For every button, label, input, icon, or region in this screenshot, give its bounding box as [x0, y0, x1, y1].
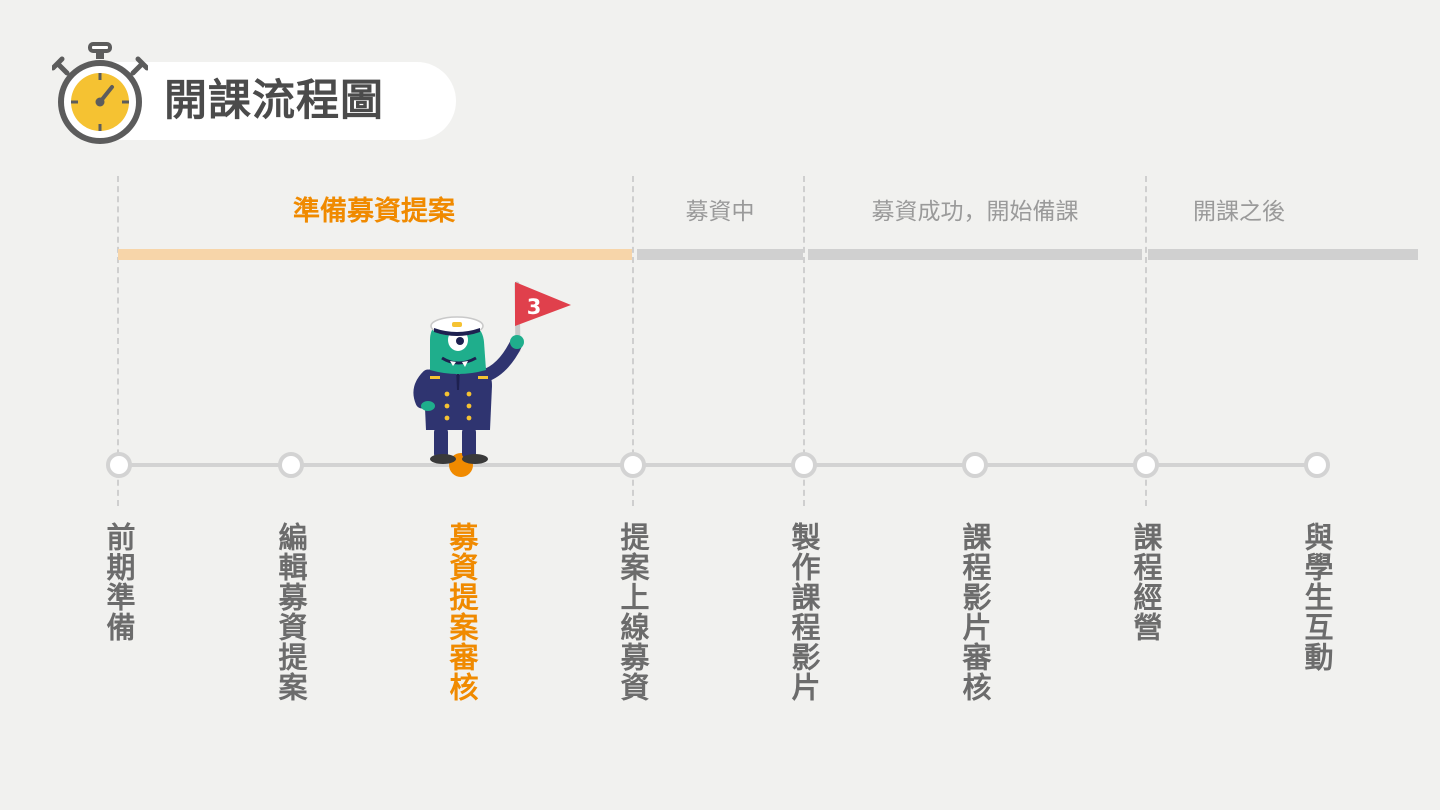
step-label-make-videos: 製作課程影片	[787, 522, 821, 702]
step-label-proposal-review: 募資提案審核	[445, 522, 479, 702]
page-title: 開課流程圖	[164, 76, 384, 126]
timeline-node	[106, 452, 132, 478]
timeline-node	[278, 452, 304, 478]
phase-bar-fundraising	[637, 249, 803, 260]
step-label-video-review: 課程影片審核	[958, 522, 992, 702]
step-label-edit-proposal: 編輯募資提案	[274, 522, 308, 702]
phase-label-production: 募資成功，開始備課	[871, 199, 1079, 225]
timeline-node	[620, 452, 646, 478]
phase-divider	[117, 176, 119, 506]
step-label-student-interaction: 與學生互動	[1300, 522, 1334, 672]
phase-label-preparation: 準備募資提案	[293, 196, 455, 227]
timeline-node	[1304, 452, 1330, 478]
phase-bar-production	[808, 249, 1142, 260]
step-label-preparation: 前期準備	[102, 522, 136, 642]
phase-bar-after-launch	[1148, 249, 1418, 260]
timeline-node	[962, 452, 988, 478]
timeline-line	[118, 463, 1316, 467]
phase-label-fundraising: 募資中	[685, 199, 755, 225]
phase-label-after-launch: 開課之後	[1193, 199, 1285, 225]
phase-divider	[1145, 176, 1147, 506]
phase-divider	[803, 176, 805, 506]
step-label-course-management: 課程經營	[1129, 522, 1163, 642]
phase-divider	[632, 176, 634, 506]
timeline-node	[1133, 452, 1159, 478]
stopwatch-icon	[50, 42, 150, 144]
phase-bar-preparation	[118, 249, 632, 260]
flag-number: 3	[527, 295, 542, 319]
captain-mascot-icon: 3	[400, 278, 580, 468]
timeline-node	[791, 452, 817, 478]
step-label-launch-fundraising: 提案上線募資	[616, 522, 650, 702]
